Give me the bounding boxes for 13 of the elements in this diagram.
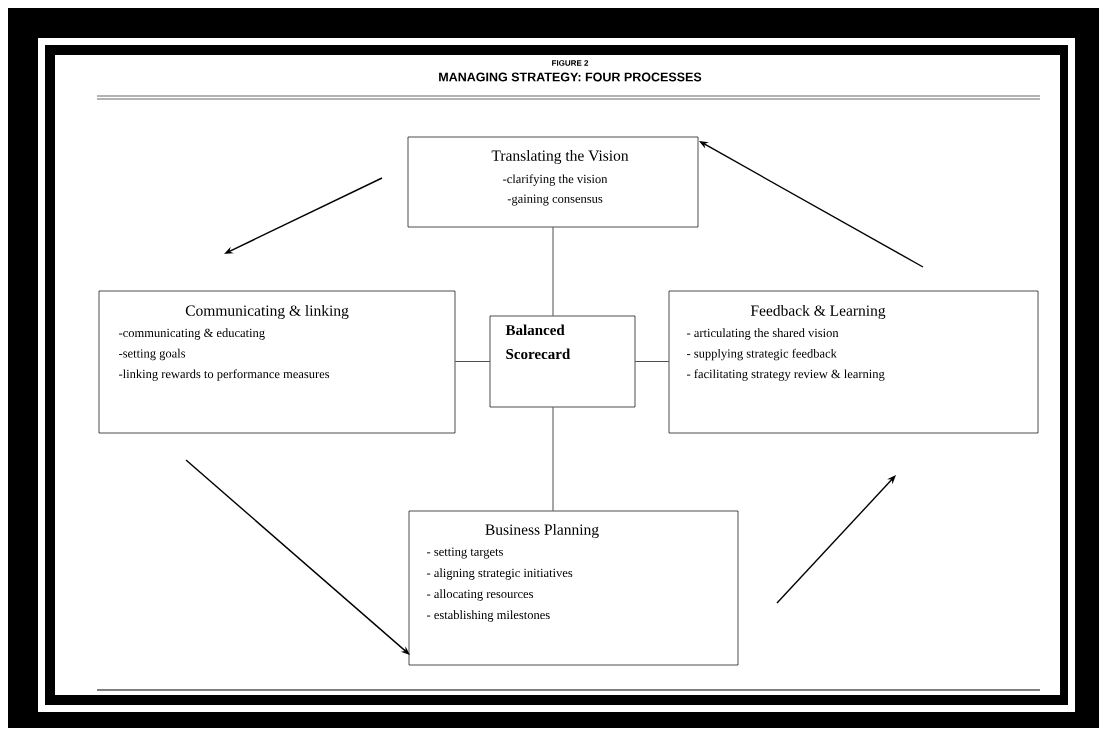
arrow [776,475,896,604]
connector-line [552,227,554,316]
process-box: Feedback & Learning - articulating the shared vision - supplying strategic feedback - facilitating strategy review & learning [668,290,1039,434]
connector-line [635,361,669,362]
process-box: Translating the Vision -clarifying the vision -gaining consensus [407,136,699,228]
connector-line [552,407,554,511]
connector-line [455,361,490,362]
center-box: Balanced Scorecard [489,315,636,408]
process-box: Communicating & linking -communicating & educating -setting goals -linking rewards to performance measures [98,290,456,434]
arrow [185,459,410,655]
figure-label: FIGURE 2 [552,60,589,66]
title: MANAGING STRATEGY: FOUR PROCESSES [439,72,702,82]
process-box: Business Planning - setting targets - aligning strategic initiatives - allocating resources - establishing milestones [408,510,739,666]
